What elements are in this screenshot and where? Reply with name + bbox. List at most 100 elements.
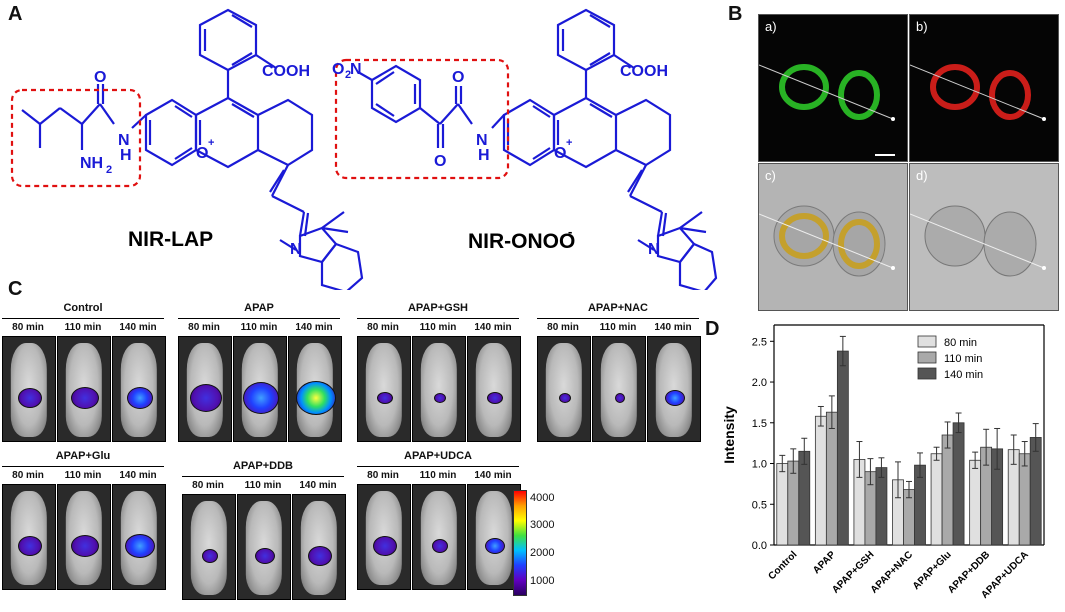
mouse-image [57, 484, 111, 590]
fluorescence-spot [127, 387, 153, 410]
nh2-subscript: 2 [106, 164, 112, 176]
group-title: APAP+NAC [587, 302, 648, 314]
time-label: 80 min [188, 322, 220, 333]
group-underline [182, 476, 344, 477]
amide-n-left: N [118, 132, 130, 149]
x-tick-label: Control [766, 549, 799, 582]
time-label: 140 min [119, 470, 157, 481]
fluorescence-spot [559, 393, 571, 404]
group-underline [357, 318, 519, 319]
mouse-body [420, 491, 458, 585]
time-label: 110 min [419, 470, 457, 481]
y-tick-label: 2.0 [752, 377, 767, 389]
group-underline [357, 466, 519, 467]
bar [825, 411, 838, 546]
colorbar-tick-3000: 3000 [530, 519, 555, 531]
colorbar-tick-4000: 4000 [530, 492, 555, 504]
compound-name-superscript: - [568, 224, 572, 239]
group-underline [178, 318, 340, 319]
time-label: 110 min [419, 322, 457, 333]
mouse-image [412, 336, 466, 442]
red-cells-drawing [910, 64, 1046, 121]
bar [798, 450, 811, 546]
cell-label-b: b) [916, 19, 928, 34]
carbonyl-o-right-a: O [452, 69, 464, 86]
mouse-image [357, 484, 411, 590]
time-label: 110 min [64, 322, 102, 333]
fluorescence-spot [296, 381, 336, 416]
group-underline [2, 466, 164, 467]
bar [930, 453, 943, 546]
mouse-image [2, 484, 56, 590]
cell-image-red: b) [909, 14, 1059, 162]
fluorescence-spot [71, 387, 99, 410]
legend-swatch [917, 351, 937, 364]
time-label: 80 min [547, 322, 579, 333]
mouse-image [537, 336, 591, 442]
mouse-image [233, 336, 287, 442]
time-label: 140 min [119, 322, 157, 333]
bar [1018, 453, 1031, 546]
time-label: 110 min [64, 470, 102, 481]
mouse-body [545, 343, 583, 437]
fluorescence-spot [308, 546, 332, 567]
mouse-image [2, 336, 56, 442]
x-tick-label: APAP [811, 549, 838, 576]
mouse-image [592, 336, 646, 442]
bar [941, 434, 954, 546]
chemical-structures: COOH COOH O + O + N H O NH 2 N H O O O 2… [10, 8, 718, 290]
group-title: APAP+DDB [232, 460, 293, 472]
legend-swatch [917, 367, 937, 380]
nitro-n-label: N [350, 61, 362, 78]
compound-name-nir-lap: NIR-LAP [128, 228, 213, 251]
panel-label-a: A [8, 3, 23, 25]
amide-h-left: H [120, 147, 132, 164]
fluorescence-spot [202, 549, 218, 564]
mouse-image [57, 336, 111, 442]
bar [952, 422, 965, 546]
fluorescence-spot [125, 534, 155, 559]
mouse-image [112, 484, 166, 590]
panel-label-b: B [728, 3, 743, 25]
group-title: Control [63, 302, 103, 314]
cell-label-c: c) [765, 168, 776, 183]
nitro-subscript: 2 [345, 69, 351, 81]
bar [776, 463, 789, 546]
colorbar-tick-1000: 1000 [530, 575, 555, 587]
nitro-o-label: O [332, 61, 344, 78]
time-label: 140 min [299, 480, 337, 491]
group-underline [537, 318, 699, 319]
compound-name-nir-onoo: NIR-ONOO [468, 230, 575, 253]
fluorescence-spot [485, 538, 505, 555]
carbonyl-o-right-b: O [434, 153, 446, 170]
time-label: 140 min [474, 470, 512, 481]
indoline-n-right: N [648, 241, 660, 258]
fluorescence-spot [615, 393, 625, 404]
mouse-image [292, 494, 346, 600]
legend-label: 110 min [944, 353, 982, 365]
fluorescence-spot [18, 536, 42, 557]
mouse-body [475, 343, 513, 437]
time-label: 80 min [367, 470, 399, 481]
time-label: 110 min [599, 322, 637, 333]
mouse-image [182, 494, 236, 600]
panel-label-d: D [705, 318, 720, 340]
cell-image-green: a) [758, 14, 908, 162]
mouse-body [245, 501, 283, 595]
time-label: 110 min [240, 322, 278, 333]
mouse-image [112, 336, 166, 442]
fluorescence-spot [71, 535, 99, 558]
y-axis-title: Intensity [721, 406, 737, 464]
mouse-image [467, 484, 521, 590]
amide-n-right: N [476, 132, 488, 149]
mouse-body [190, 501, 228, 595]
group-title: APAP [244, 302, 274, 314]
mouse-body [420, 343, 458, 437]
fluorescence-spot [243, 382, 279, 415]
group-title: APAP+GSH [407, 302, 468, 314]
